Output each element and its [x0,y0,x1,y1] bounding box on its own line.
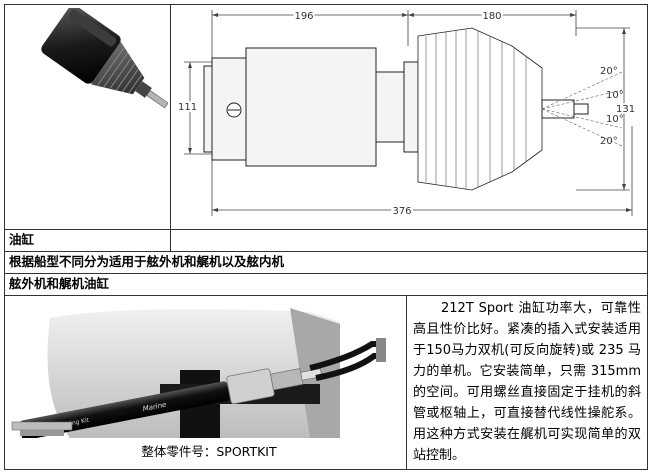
table-divider-3 [4,273,648,274]
angle-lower-outer: 20° [600,136,618,147]
dim-height-right: 131 [616,104,635,115]
table-divider-1 [4,229,648,230]
row-outboard-cylinder: 舷外机和艉机油缸 [9,276,110,291]
dim-top-left: 196 [294,11,313,22]
angle-upper-outer: 20° [600,66,618,77]
spec-table [4,4,648,470]
product-description: 212T Sport 油缸功率大，可靠性高且性价比好。紧凑的插入式安装适用于15… [413,298,641,466]
dim-total-length: 376 [392,206,411,217]
dim-top-right: 180 [482,11,501,22]
table-divider-2 [4,251,648,252]
dim-height-left: 111 [178,102,197,113]
table-divider-4 [4,295,648,296]
dimension-drawing: 196 180 111 131 376 20° 10° 10° 20° [176,9,637,219]
angle-lower-inner: 10° [606,114,624,125]
column-divider-top [170,4,171,252]
cylinder-product-photo [41,8,168,109]
angle-upper-inner: 10° [606,90,624,101]
row-oil-cylinder: 油缸 [9,232,35,247]
row-selection-note: 根据船型不同分为适用于舷外机和艉机以及舷内机 [9,254,285,269]
installation-photo: Marine Steering Kit [10,298,404,438]
product-description-text: 212T Sport 油缸功率大，可靠性高且性价比好。紧凑的插入式安装适用于15… [413,301,641,463]
column-divider-bottom [406,295,407,470]
part-number-caption: 整体零件号：SPORTKIT [141,444,277,459]
